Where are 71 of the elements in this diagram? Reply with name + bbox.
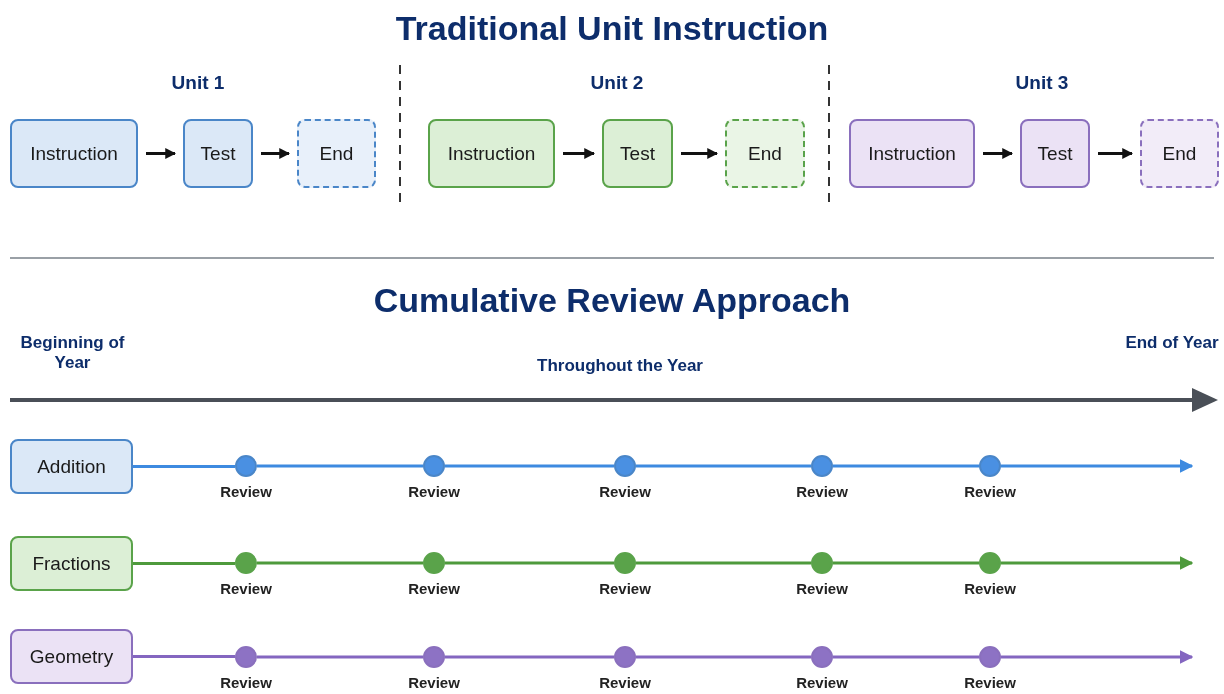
- box-label: Fractions: [32, 552, 111, 575]
- process-box: [725, 119, 805, 188]
- review-dot: [614, 552, 636, 574]
- review-dot: [614, 646, 636, 668]
- process-box: [849, 119, 975, 188]
- review-label: Review: [963, 483, 1017, 500]
- box-label: Instruction: [30, 142, 118, 165]
- box-label: Test: [1037, 142, 1073, 165]
- arrow: [261, 148, 291, 159]
- review-dot: [235, 646, 257, 668]
- process-box: [428, 119, 555, 188]
- box-label: Addition: [37, 455, 106, 478]
- review-label: Review: [219, 674, 273, 691]
- box-label: Geometry: [29, 645, 114, 668]
- box-label: End: [319, 142, 354, 165]
- process-box: [297, 119, 376, 188]
- review-label: Review: [219, 580, 273, 597]
- review-label: Review: [963, 674, 1017, 691]
- arrow: [146, 148, 177, 159]
- review-label: Review: [407, 580, 461, 597]
- review-label: Review: [963, 580, 1017, 597]
- review-dot: [979, 455, 1001, 477]
- process-box: [10, 119, 138, 188]
- heading: Traditional Unit Instruction: [394, 8, 830, 49]
- review-dot: [811, 552, 833, 574]
- review-label: Review: [407, 483, 461, 500]
- review-dot: [423, 552, 445, 574]
- review-dot: [423, 455, 445, 477]
- review-label: Review: [598, 674, 652, 691]
- review-dot: [423, 646, 445, 668]
- review-dot: [614, 455, 636, 477]
- process-box: [602, 119, 673, 188]
- review-dot: [235, 455, 257, 477]
- box-label: Instruction: [868, 142, 956, 165]
- text-label: End of Year: [1124, 333, 1220, 354]
- review-label: Review: [598, 580, 652, 597]
- review-label: Review: [219, 483, 273, 500]
- review-label: Review: [795, 674, 849, 691]
- review-label: Review: [795, 580, 849, 597]
- process-box: [1140, 119, 1219, 188]
- process-box: [183, 119, 253, 188]
- process-box: [10, 629, 133, 684]
- arrow: [1001, 556, 1194, 570]
- review-dot: [811, 646, 833, 668]
- process-box: [10, 536, 133, 591]
- review-dot: [979, 552, 1001, 574]
- review-dot: [235, 552, 257, 574]
- text-label: Unit 2: [589, 72, 645, 95]
- text-label: Beginning of Year: [19, 333, 126, 374]
- arrow: [1001, 650, 1194, 664]
- box-label: Test: [620, 142, 655, 165]
- process-box: [1020, 119, 1090, 188]
- arrow: [1001, 459, 1194, 473]
- text-label: Unit 1: [170, 72, 226, 95]
- box-label: End: [748, 142, 782, 165]
- heading: Cumulative Review Approach: [372, 280, 852, 321]
- review-dot: [811, 455, 833, 477]
- review-dot: [979, 646, 1001, 668]
- process-box: [10, 439, 133, 494]
- box-label: End: [1162, 142, 1197, 165]
- arrow: [563, 148, 596, 159]
- arrow: [983, 148, 1014, 159]
- box-label: Test: [200, 142, 236, 165]
- review-label: Review: [598, 483, 652, 500]
- text-label: Unit 3: [1014, 72, 1070, 95]
- text-label: Throughout the Year: [536, 356, 704, 377]
- review-label: Review: [795, 483, 849, 500]
- review-label: Review: [407, 674, 461, 691]
- arrow: [1098, 148, 1134, 159]
- box-label: Instruction: [447, 142, 536, 165]
- arrow: [681, 148, 719, 159]
